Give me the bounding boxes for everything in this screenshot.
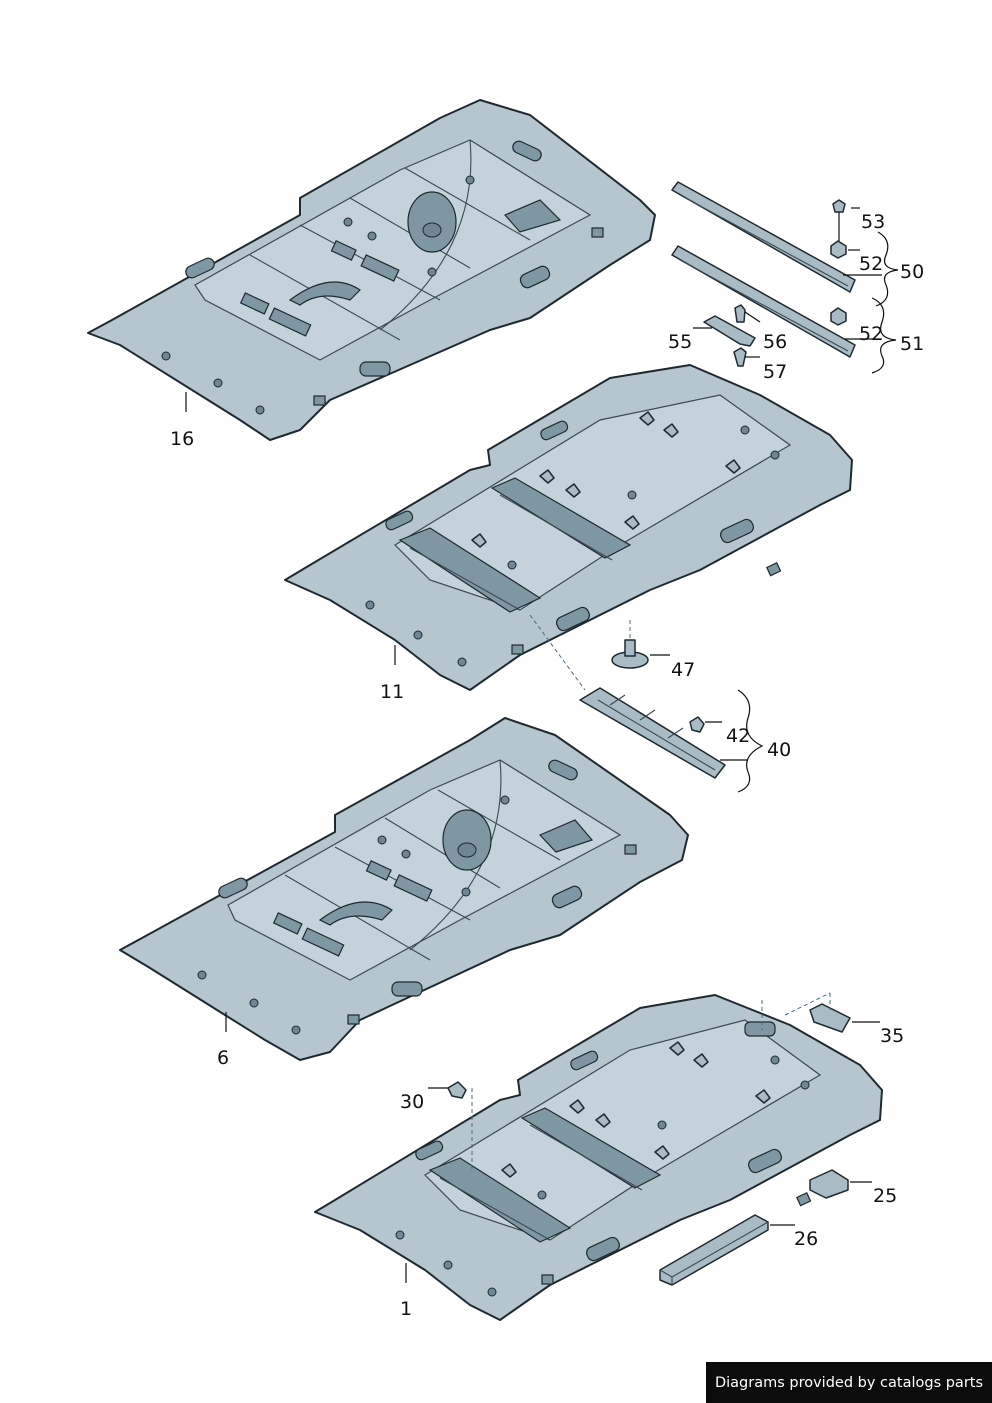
foam-block-25 [809,1169,849,1199]
clip-30 [447,1081,473,1172]
leader-lines [185,207,899,1283]
part-labels: 16 11 6 1 53 52 50 52 51 55 56 57 47 42 … [170,211,924,1320]
nut-52-upper [830,240,847,259]
bracket-55 [703,315,756,347]
label-53: 53 [861,211,885,233]
lamp-housing-35 [761,992,851,1033]
roof-rail-51 [671,245,856,358]
headliner-panel-11 [284,364,853,691]
clip-56 [734,304,746,323]
label-57: 57 [763,361,787,383]
headliner-panel-6 [119,717,689,1061]
label-30: 30 [400,1091,424,1113]
label-52-upper: 52 [859,253,883,275]
air-duct-40 [529,614,726,779]
nut-52-lower [830,307,847,326]
fastener-47 [611,620,649,669]
headliner-panel-16 [87,99,656,441]
label-16: 16 [170,428,194,450]
headliner-panel-1 [314,994,883,1321]
label-26: 26 [794,1228,818,1250]
label-25: 25 [873,1185,897,1207]
label-51: 51 [900,333,924,355]
label-6: 6 [217,1047,229,1069]
label-47: 47 [671,659,695,681]
screw-57 [733,347,747,367]
attribution-text: Diagrams provided by catalogs parts [714,1374,984,1391]
bolt-53 [832,199,846,242]
roof-rail-50 [671,181,856,293]
label-55: 55 [668,331,692,353]
label-35: 35 [880,1025,904,1047]
label-1: 1 [400,1298,412,1320]
attribution-banner: Diagrams provided by catalogs parts [706,1362,992,1403]
label-56: 56 [763,331,787,353]
label-11: 11 [380,681,404,703]
label-42: 42 [726,725,750,747]
label-40: 40 [767,739,791,761]
foam-strip-26 [659,1214,769,1286]
label-52-lower: 52 [859,323,883,345]
label-50: 50 [900,261,924,283]
clip-42 [689,716,705,733]
